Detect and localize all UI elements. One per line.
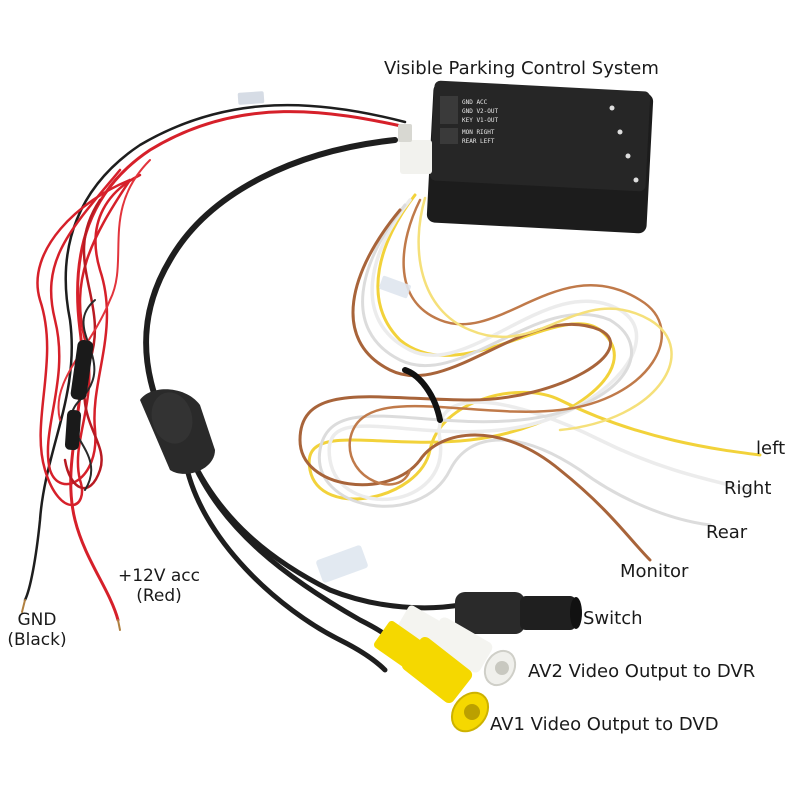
control-box: GND ACC GND V2-OUT KEY V1-OUT MON RIGHT …: [398, 80, 654, 234]
av2-rca-plug: [396, 605, 517, 687]
right-wire-label: Right: [724, 478, 772, 499]
left-wire-label: left: [756, 438, 786, 459]
gnd-label: GND (Black): [2, 610, 72, 651]
gnd-label-color: (Black): [7, 630, 67, 651]
photo-title: Visible Parking Control System: [384, 58, 659, 79]
box-legend-row3: KEY V1-OUT: [462, 117, 499, 124]
box-legend-row4: MON RIGHT: [462, 129, 495, 136]
acc-label-color: (Red): [136, 586, 182, 607]
monitor-wire-label: Monitor: [620, 561, 689, 582]
box-legend-row1: GND ACC: [462, 99, 488, 106]
switch-connector: [455, 592, 582, 634]
av1-rca-plug: [374, 620, 490, 733]
rear-wire-label: Rear: [706, 522, 748, 543]
box-legend-row2: GND V2-OUT: [462, 108, 499, 115]
switch-label: Switch: [583, 608, 643, 629]
av1-label: AV1 Video Output to DVD: [490, 714, 719, 735]
box-legend-row5: REAR LEFT: [462, 138, 495, 145]
signal-wire-loops: [298, 193, 762, 562]
gnd-label-name: GND: [17, 610, 57, 630]
av2-label: AV2 Video Output to DVR: [528, 661, 756, 682]
acc-label-name: +12V acc: [117, 566, 201, 586]
acc-label: +12V acc (Red): [104, 566, 214, 607]
power-wire-bundle: [21, 91, 412, 631]
